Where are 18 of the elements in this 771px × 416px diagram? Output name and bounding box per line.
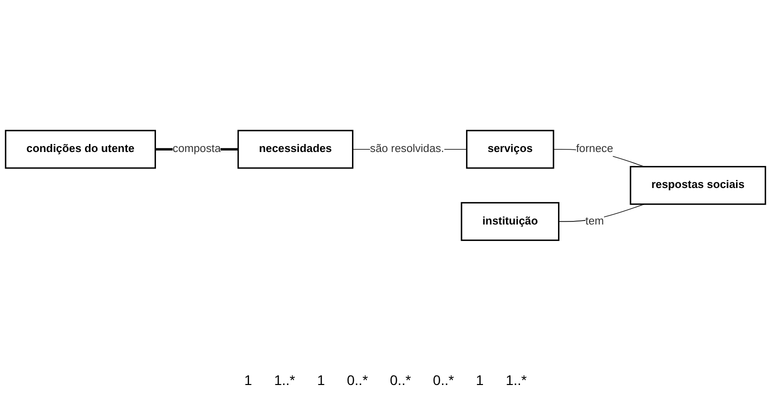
multiplicity-label: 0..*	[432, 372, 454, 388]
multiplicity-label: 0..*	[390, 372, 411, 388]
node-box: condições do utente	[4, 129, 156, 168]
multiplicity-label: 1	[244, 372, 252, 388]
edge-label: fornece	[576, 142, 614, 154]
multiplicity-label: 0..*	[346, 372, 368, 388]
edge-label: composta	[172, 142, 221, 154]
edge-label: tem	[585, 214, 604, 227]
multiplicity-label: 1..*	[506, 372, 527, 388]
connector	[558, 203, 645, 222]
node-box: respostas sociais	[630, 166, 766, 204]
multiplicity-label: 1	[317, 372, 325, 388]
multiplicity-label: 1	[476, 372, 484, 388]
edge-label: são resolvidas.	[370, 142, 444, 154]
node-box: serviços	[466, 129, 554, 168]
multiplicity-label: 1..*	[274, 372, 296, 388]
node-box: instituição	[460, 202, 560, 241]
node-box: necessidades	[237, 129, 354, 168]
